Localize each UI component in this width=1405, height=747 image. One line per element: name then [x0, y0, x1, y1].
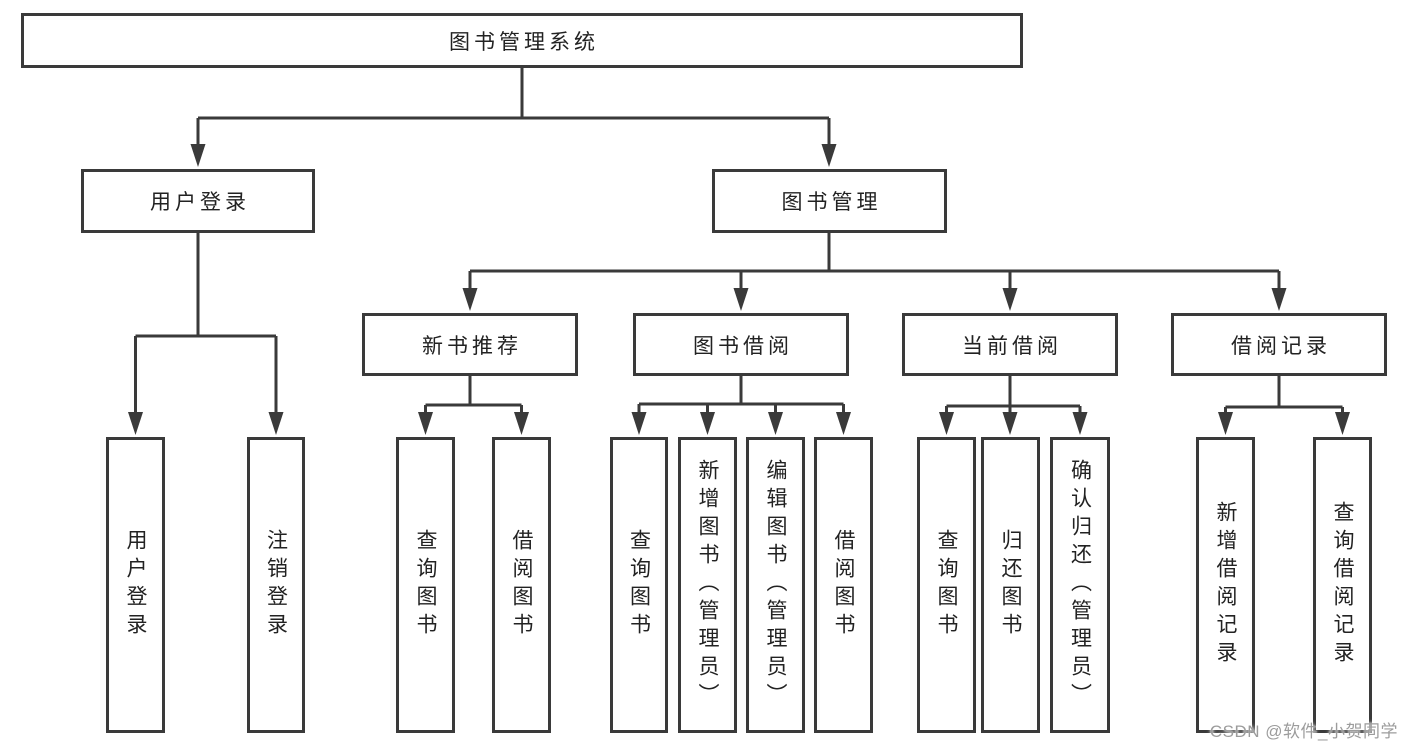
node-leaf-add-borrow-record-label: 新增借阅记录	[1214, 501, 1237, 669]
node-book-management-label: 图书管理	[781, 191, 882, 214]
node-leaf-logout: 注销登录	[247, 437, 305, 733]
node-leaf-confirm-return-admin: 确认归还（管理员）	[1050, 437, 1110, 733]
node-leaf-query-books-recommend: 查询图书	[396, 437, 455, 733]
node-leaf-user-login-label: 用户登录	[124, 529, 147, 641]
node-new-book-recommend-label: 新书推荐	[422, 334, 522, 358]
node-leaf-borrow-books: 借阅图书	[814, 437, 873, 733]
node-current-borrow-label: 当前借阅	[962, 334, 1062, 358]
node-leaf-add-book-admin: 新增图书（管理员）	[678, 437, 737, 733]
edges-book-borrow-to-leaves	[637, 376, 845, 413]
edges-user-login-to-leaves	[134, 233, 278, 413]
node-borrow-records: 借阅记录	[1171, 313, 1387, 376]
node-leaf-confirm-return-admin-label: 确认归还（管理员）	[1068, 459, 1092, 711]
node-leaf-query-books-current-label: 查询图书	[935, 529, 958, 641]
node-leaf-logout-label: 注销登录	[264, 529, 288, 641]
node-leaf-add-borrow-record: 新增借阅记录	[1196, 437, 1255, 733]
edges-new-book-recommend-to-leaves	[424, 376, 523, 413]
node-leaf-query-borrow-record: 查询借阅记录	[1313, 437, 1372, 733]
node-leaf-borrow-books-recommend-label: 借阅图书	[510, 529, 533, 641]
node-leaf-query-books-borrow-label: 查询图书	[627, 529, 651, 641]
node-leaf-query-books-recommend-label: 查询图书	[414, 529, 437, 641]
node-leaf-query-books-current: 查询图书	[917, 437, 976, 733]
csdn-watermark: CSDN @软件_小贺同学	[1209, 722, 1398, 741]
node-leaf-borrow-books-label: 借阅图书	[832, 529, 855, 641]
edges-borrow-records-to-leaves	[1224, 376, 1344, 413]
node-book-management: 图书管理	[712, 169, 947, 233]
edges-current-borrow-to-leaves	[945, 376, 1082, 413]
node-new-book-recommend: 新书推荐	[362, 313, 578, 376]
node-borrow-records-label: 借阅记录	[1231, 334, 1331, 358]
node-root: 图书管理系统	[21, 13, 1023, 68]
node-leaf-query-borrow-record-label: 查询借阅记录	[1331, 501, 1354, 669]
node-leaf-user-login: 用户登录	[106, 437, 165, 733]
node-root-label: 图书管理系统	[449, 30, 599, 54]
node-leaf-query-books-borrow: 查询图书	[610, 437, 668, 733]
node-leaf-add-book-admin-label: 新增图书（管理员）	[696, 459, 719, 711]
node-leaf-edit-book-admin-label: 编辑图书（管理员）	[764, 459, 787, 711]
node-book-borrow: 图书借阅	[633, 313, 849, 376]
node-book-borrow-label: 图书借阅	[693, 334, 793, 358]
node-leaf-return-book-label: 归还图书	[999, 529, 1022, 641]
node-leaf-borrow-books-recommend: 借阅图书	[492, 437, 551, 733]
node-leaf-return-book: 归还图书	[981, 437, 1040, 733]
node-current-borrow: 当前借阅	[902, 313, 1118, 376]
node-user-login: 用户登录	[81, 169, 315, 233]
edges-root-to-level2	[196, 68, 831, 146]
node-leaf-edit-book-admin: 编辑图书（管理员）	[746, 437, 805, 733]
node-user-login-label: 用户登录	[150, 191, 250, 214]
edges-book-management-to-level3	[468, 233, 1281, 289]
